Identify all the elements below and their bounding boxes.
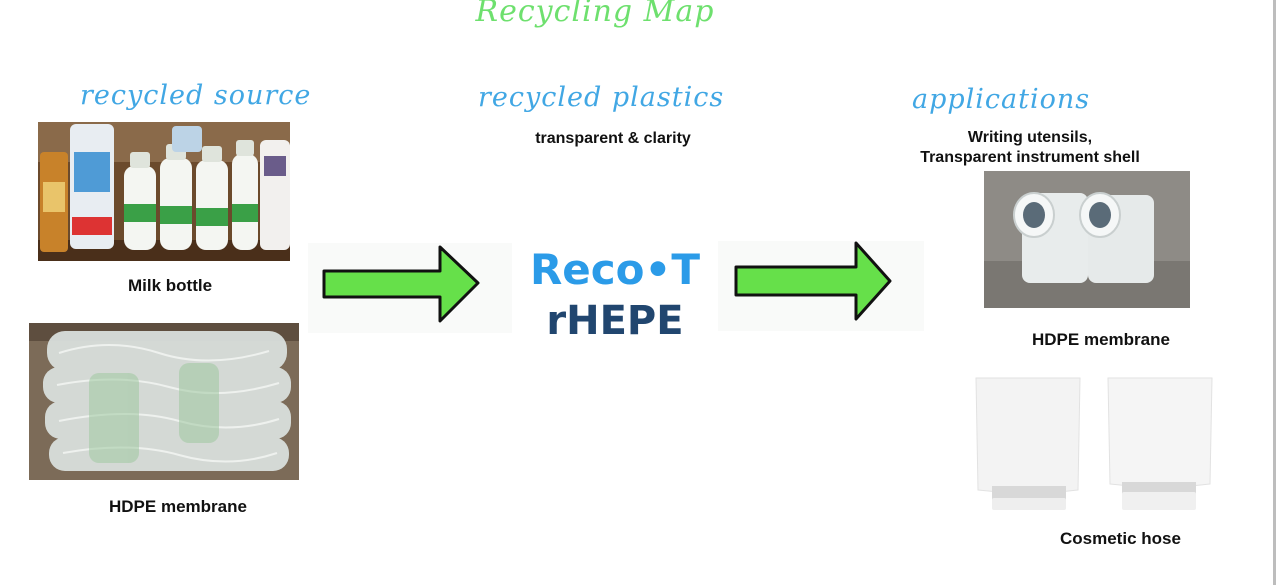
cosmetic-hose-illustration xyxy=(950,372,1220,524)
hdpe-rolls-illustration xyxy=(984,171,1190,308)
arrow-right-backdrop xyxy=(718,241,924,331)
right-border xyxy=(1273,0,1276,585)
arrow-left-backdrop xyxy=(308,243,512,333)
applications-heading: applications xyxy=(912,84,1091,115)
hdpe-bale-photo xyxy=(29,323,299,480)
plastics-heading: recycled plastics xyxy=(478,82,725,113)
arrow-right-icon xyxy=(322,245,480,323)
logo-line-product: rHEPE xyxy=(546,298,684,344)
applications-subtitle: Writing utensils, Transparent instrument… xyxy=(900,128,1160,168)
applications-subtitle-line2: Transparent instrument shell xyxy=(920,149,1140,166)
logo-line-brand: Reco•T xyxy=(529,245,701,294)
hdpe-bale-illustration xyxy=(29,323,299,480)
applications-subtitle-line1: Writing utensils, xyxy=(967,129,1093,146)
hdpe-application-caption: HDPE membrane xyxy=(1032,330,1170,349)
milk-bottle-illustration xyxy=(38,122,290,261)
arrow-right-icon-2 xyxy=(734,241,892,321)
reco-t-logo: Reco•T rHEPE xyxy=(515,243,715,351)
page-title: Recycling Map xyxy=(475,0,715,29)
source-heading: recycled source xyxy=(80,80,312,111)
cosmetic-hose-caption: Cosmetic hose xyxy=(1060,529,1181,548)
milk-bottle-photo xyxy=(38,122,290,261)
cosmetic-hose-photo xyxy=(950,372,1220,524)
milk-bottle-caption: Milk bottle xyxy=(128,276,213,295)
plastics-subtitle: transparent & clarity xyxy=(535,130,691,147)
hdpe-rolls-photo xyxy=(984,171,1190,308)
hdpe-source-caption: HDPE membrane xyxy=(109,497,247,516)
